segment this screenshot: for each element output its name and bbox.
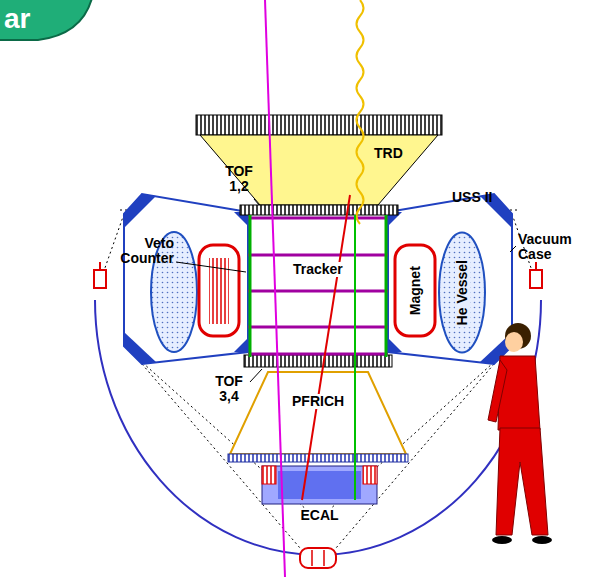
rich-body xyxy=(230,372,406,454)
particle-track xyxy=(354,215,356,500)
ecal-mount xyxy=(262,466,276,484)
node-outline xyxy=(248,215,388,357)
trd-top-bar xyxy=(196,115,442,135)
he-vessel: He Vessel xyxy=(437,230,487,355)
part-name: He Vessel xyxy=(455,258,470,327)
ecal-mount xyxy=(363,466,377,484)
banner-shape xyxy=(0,0,92,40)
tracker-plane xyxy=(248,353,388,356)
ecal-detector: ECAL xyxy=(262,466,377,528)
part-name: ECAL xyxy=(299,508,341,523)
part-label: Veto Counter xyxy=(110,236,174,267)
trd-bottom-bar xyxy=(240,205,398,215)
part-label: USS II xyxy=(452,190,512,205)
magnet: Magnet xyxy=(393,243,437,338)
rich-detector: PFRICH xyxy=(228,372,408,464)
node-outline xyxy=(228,372,408,464)
trd-body xyxy=(200,135,438,205)
clamp-lines xyxy=(312,550,324,566)
tracker-plane xyxy=(248,326,388,329)
photon-track xyxy=(357,0,364,224)
tracker-detector: Tracker xyxy=(248,215,388,357)
part-label: TOF 1,2 xyxy=(220,164,258,195)
tracker-plane xyxy=(248,290,388,293)
part-name: Tracker xyxy=(291,262,345,277)
particle-track xyxy=(302,195,350,500)
tracker-plane xyxy=(248,217,388,220)
case-corner xyxy=(124,194,156,228)
fitting-left xyxy=(94,270,106,288)
case-corner xyxy=(234,338,248,352)
case-corner xyxy=(388,338,402,352)
part-name: TRD xyxy=(372,146,405,161)
bottom-clamp xyxy=(300,548,336,568)
case-corner xyxy=(480,332,512,364)
he-vessel-shape xyxy=(439,233,485,353)
uss-struts xyxy=(100,214,536,548)
veto-counter xyxy=(385,215,388,357)
title-banner: ar xyxy=(0,0,90,40)
part-label: Vacuum Case xyxy=(518,232,584,263)
magnet-shape xyxy=(395,245,435,336)
fitting-right xyxy=(530,270,542,288)
case-corner xyxy=(124,332,156,364)
tof-lower-bar xyxy=(244,355,392,367)
rich-bottom-bar xyxy=(228,454,408,462)
part-name: ar xyxy=(4,5,30,33)
tracker-plane xyxy=(248,254,388,257)
part-name: PFRICH xyxy=(290,394,346,409)
ecal-body xyxy=(262,466,377,504)
veto-counter xyxy=(249,215,252,357)
part-name: Magnet xyxy=(407,264,422,317)
vacuum-case-left xyxy=(124,194,248,364)
ecal-core xyxy=(278,471,361,499)
part-label: TOF 3,4 xyxy=(210,374,248,405)
vacuum-case-right xyxy=(388,194,512,364)
leader-line xyxy=(510,246,516,252)
particle-track xyxy=(265,0,285,577)
leader-line xyxy=(250,369,262,382)
person-figure xyxy=(488,323,552,544)
leader-line xyxy=(176,262,246,272)
magnet-left xyxy=(199,245,239,336)
